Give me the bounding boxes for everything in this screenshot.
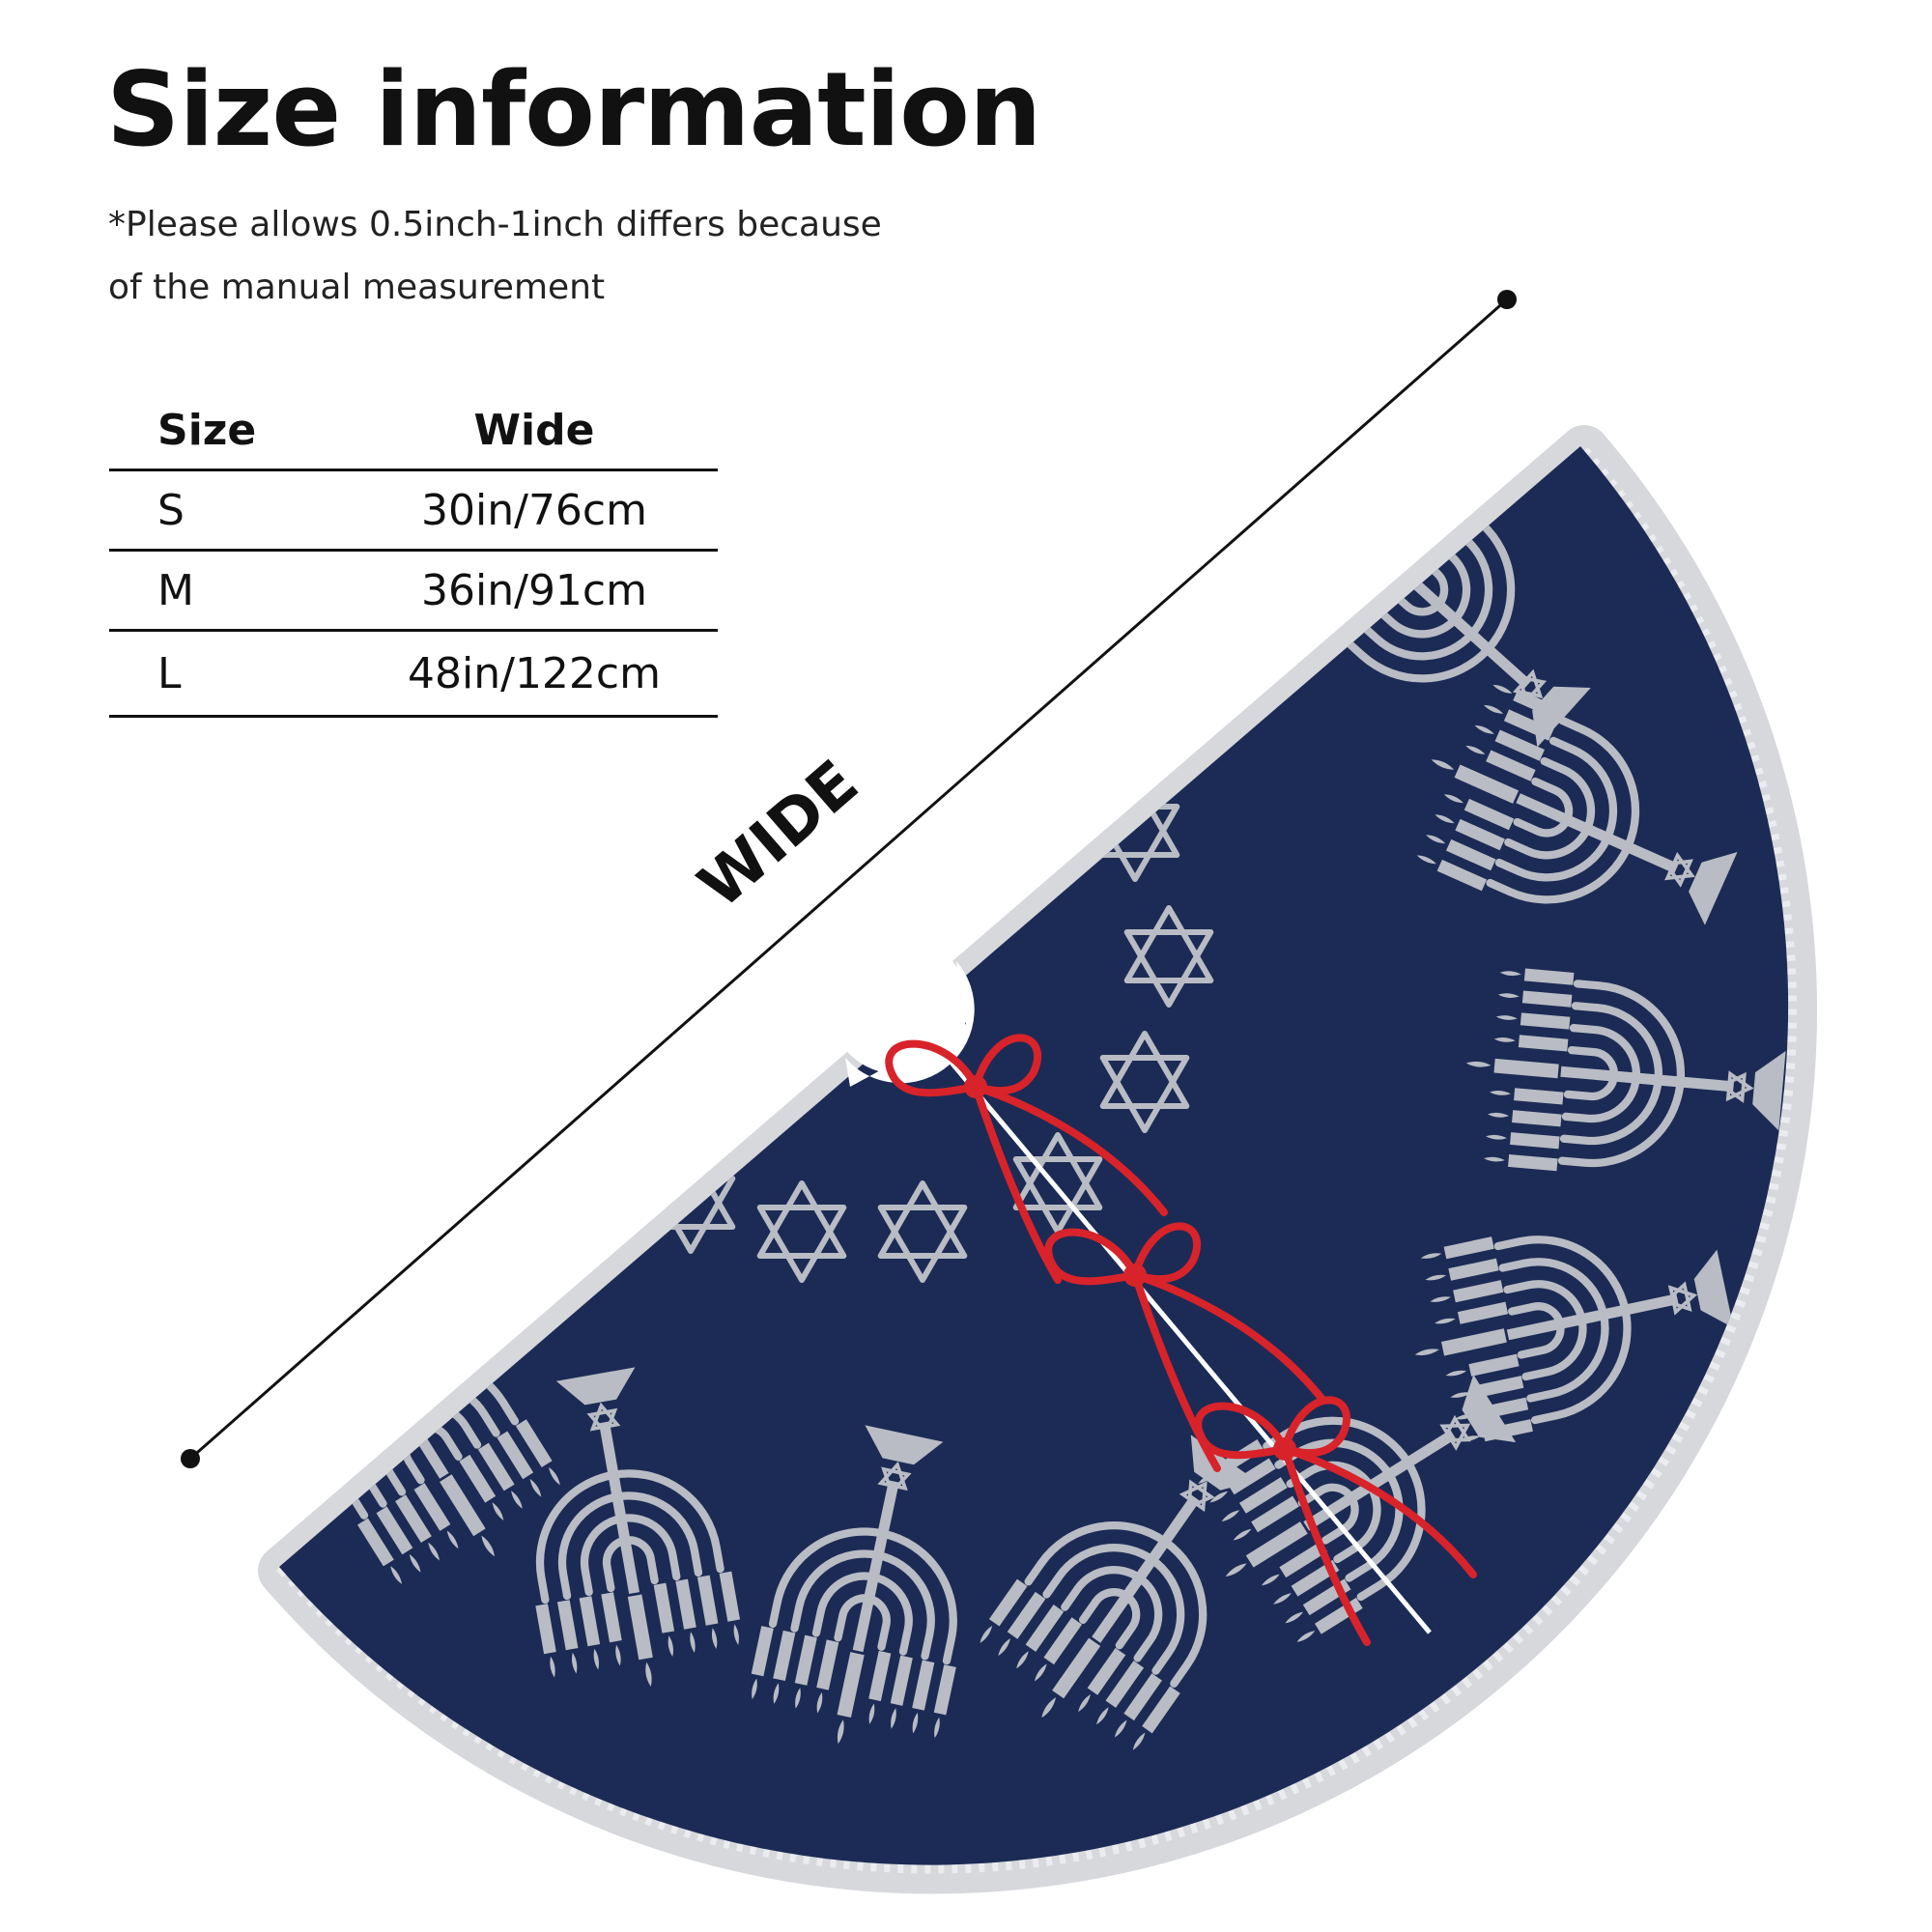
measure-line: [189, 298, 1508, 1461]
header-wide: Wide: [351, 391, 718, 471]
star-of-david-icon: [1084, 667, 1168, 763]
table-row: S 30in/76cm: [109, 469, 718, 552]
measure-endpoint: [1497, 290, 1517, 309]
note-line-2: of the manual measurement: [108, 268, 606, 307]
measure-label: WIDE: [686, 747, 872, 922]
header-size: Size: [109, 391, 351, 471]
table-row: M 36in/91cm: [109, 550, 718, 632]
size-table: Size Wide S 30in/76cm M 36in/91cm L 48in…: [109, 391, 718, 718]
skirt-fringe: [258, 425, 1818, 1894]
row-size: L: [109, 630, 351, 718]
row-wide: 48in/122cm: [351, 630, 718, 718]
row-wide: 30in/76cm: [351, 469, 718, 552]
back-slit: [950, 1061, 1432, 1634]
note-line-1: *Please allows 0.5inch-1inch differs bec…: [108, 205, 882, 244]
row-size: S: [109, 469, 351, 552]
measurement-note: *Please allows 0.5inch-1inch differs bec…: [108, 193, 978, 319]
measure-endpoint: [181, 1449, 200, 1468]
tree-skirt: [279, 446, 1789, 1865]
table-row: L 48in/122cm: [109, 630, 718, 718]
row-size: M: [109, 550, 351, 632]
size-table-header: Size Wide: [109, 391, 718, 471]
row-wide: 36in/91cm: [351, 550, 718, 632]
page-title: Size information: [106, 50, 1041, 169]
